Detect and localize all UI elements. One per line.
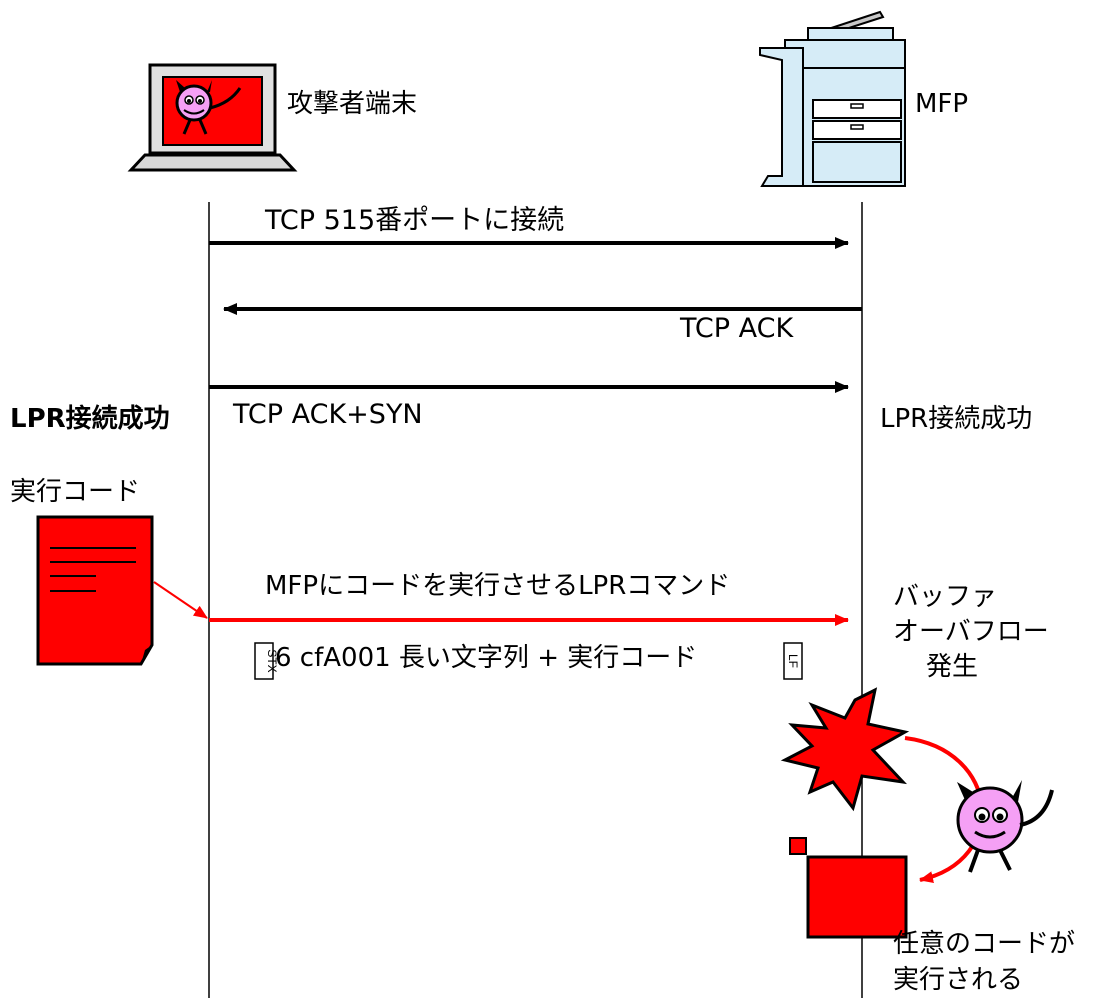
doc-to-lifeline-arrow bbox=[153, 581, 208, 619]
exec-code-document-icon bbox=[36, 515, 154, 666]
mfp-label: MFP bbox=[915, 89, 969, 119]
devil-icon bbox=[956, 780, 1054, 873]
attacker-label: 攻撃者端末 bbox=[287, 89, 418, 119]
explosion-burst-icon bbox=[780, 687, 910, 812]
overflow-line-3: 発生 bbox=[926, 652, 979, 682]
message-label-3: TCP ACK+SYN bbox=[233, 399, 423, 430]
right-lpr-success: LPR接続成功 bbox=[880, 404, 1033, 434]
message-label-4: MFPにコードを実行させるLPRコマンド bbox=[265, 571, 731, 601]
mfp-printer-icon bbox=[759, 10, 906, 187]
code-block-icon bbox=[789, 837, 908, 939]
overflow-line-1: バッファ bbox=[893, 582, 998, 612]
stx-label: STX bbox=[265, 649, 279, 672]
result-line-2: 実行される bbox=[893, 965, 1024, 995]
lf-box: LF bbox=[783, 642, 803, 680]
left-exec-code: 実行コード bbox=[10, 477, 141, 507]
overflow-line-2: オーバフロー bbox=[893, 617, 1049, 647]
message-label-2: TCP ACK bbox=[680, 313, 794, 344]
message-label-1: TCP 515番ポートに接続 bbox=[265, 205, 565, 236]
lf-label: LF bbox=[786, 654, 800, 668]
command-body: 6 cfA001 長い文字列 + 実行コード bbox=[275, 643, 698, 673]
result-line-1: 任意のコードが bbox=[893, 929, 1076, 959]
stx-box: STX bbox=[254, 642, 279, 680]
attacker-laptop-icon bbox=[127, 63, 298, 172]
left-lpr-success: LPR接続成功 bbox=[10, 404, 170, 434]
devil-icon bbox=[175, 80, 242, 135]
